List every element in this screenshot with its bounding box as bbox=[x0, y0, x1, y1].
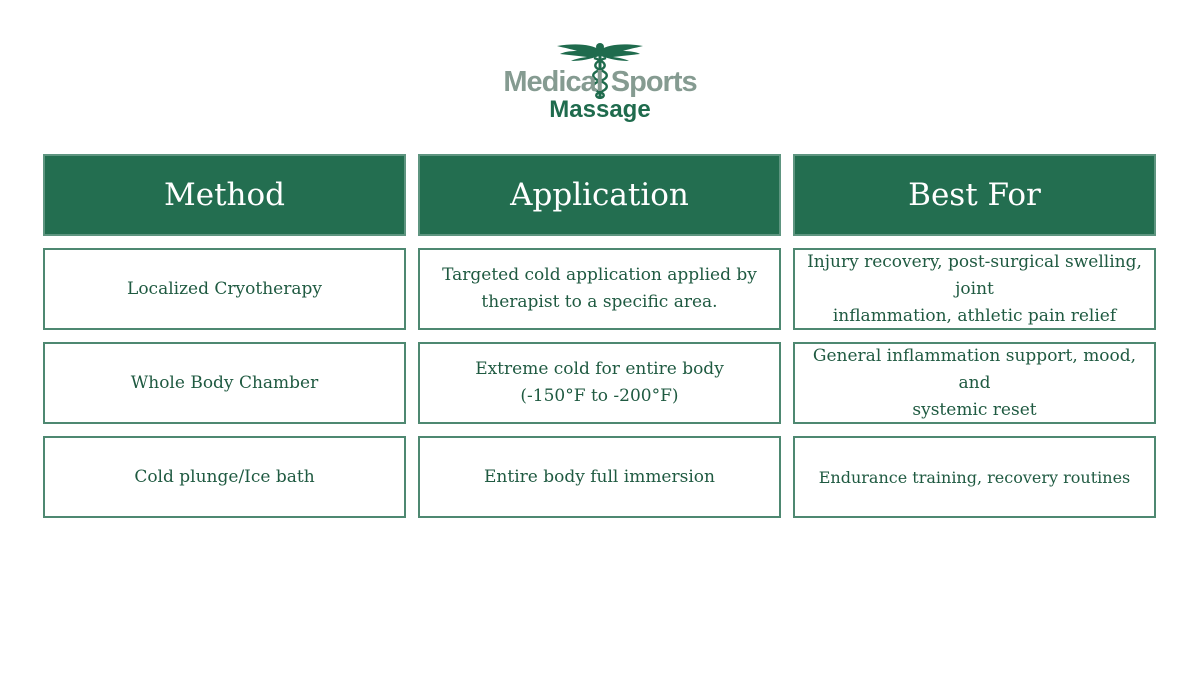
table-cell: Localized Cryotherapy bbox=[43, 248, 406, 330]
cell-text: Whole Body Chamber bbox=[130, 372, 319, 393]
header-application-label: Application bbox=[510, 177, 689, 213]
cell-text: Extreme cold for entire body (-150°F to … bbox=[475, 359, 724, 406]
table-cell: General inflammation support, mood, and … bbox=[793, 342, 1156, 424]
cell-text: General inflammation support, mood, and … bbox=[812, 345, 1137, 420]
cell-text: Targeted cold application applied by the… bbox=[442, 265, 757, 312]
header-best-for-label: Best For bbox=[908, 177, 1041, 213]
table-cell: Extreme cold for entire body (-150°F to … bbox=[418, 342, 781, 424]
header-method: Method bbox=[43, 154, 406, 236]
header-best-for: Best For bbox=[793, 154, 1156, 236]
header-application: Application bbox=[418, 154, 781, 236]
table-cell: Injury recovery, post-surgical swelling,… bbox=[793, 248, 1156, 330]
cell-text: Localized Cryotherapy bbox=[127, 278, 322, 299]
cell-text: Cold plunge/Ice bath bbox=[134, 466, 315, 487]
cell-text: Endurance training, recovery routines bbox=[818, 467, 1131, 487]
table-cell: Endurance training, recovery routines bbox=[793, 436, 1156, 518]
logo-wordmark-line2: Massage bbox=[549, 96, 651, 123]
table-cell: Cold plunge/Ice bath bbox=[43, 436, 406, 518]
logo-word-sports: Sports bbox=[610, 66, 698, 98]
caduceus-icon bbox=[557, 43, 643, 100]
table-cell: Entire body full immersion bbox=[418, 436, 781, 518]
table-cell: Whole Body Chamber bbox=[43, 342, 406, 424]
table-cell: Targeted cold application applied by the… bbox=[418, 248, 781, 330]
header-method-label: Method bbox=[163, 177, 286, 213]
logo-word-medical: Medical bbox=[503, 66, 603, 98]
cell-text: Entire body full immersion bbox=[484, 466, 715, 487]
cell-text: Injury recovery, post-surgical swelling,… bbox=[807, 251, 1142, 326]
